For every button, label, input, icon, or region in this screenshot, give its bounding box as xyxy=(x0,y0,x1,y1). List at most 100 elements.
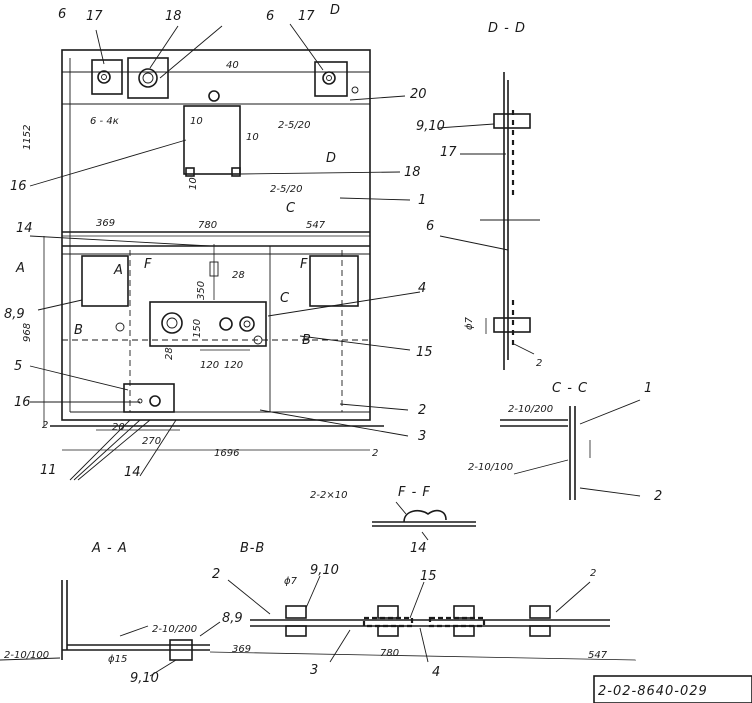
dim-2b: 2 xyxy=(372,448,378,459)
section-title-bb: B-B xyxy=(240,541,265,556)
cc-weld-bottom: 2-10/100 xyxy=(468,462,513,473)
part-label-11: 11 xyxy=(40,463,57,478)
mark-a-right: A xyxy=(113,263,123,278)
bb-label-9-10: 9,10 xyxy=(310,563,339,578)
frame-outline xyxy=(61,49,371,421)
weld-2-5-20a: 2-5/20 xyxy=(278,120,310,131)
mark-f-left: F xyxy=(144,257,152,272)
opening-right xyxy=(309,255,359,307)
part-label-17: 16 xyxy=(10,179,27,194)
section-bb xyxy=(209,575,637,663)
section-title-cc: C - C xyxy=(552,381,588,396)
dim-120b: 120 xyxy=(224,360,243,371)
ff-label-12: 14 xyxy=(410,541,427,556)
part-label-12a: 14 xyxy=(16,221,33,236)
bracket-left xyxy=(91,59,123,95)
front-view xyxy=(50,49,384,427)
dd-label-6: 6 xyxy=(426,219,434,234)
cc-label-2: 2 xyxy=(654,489,662,504)
dim-350: 350 xyxy=(196,281,207,300)
dim-1152: 1152 xyxy=(22,125,33,150)
dd-weld-2: 2 xyxy=(536,358,542,369)
cc-weld-top: 2-10/200 xyxy=(508,404,553,415)
part-label-12b: 14 xyxy=(124,465,141,480)
dim-369: 369 xyxy=(96,218,115,229)
part-label-18: 18 xyxy=(404,165,421,180)
weld-6-4k: 6 - 4к xyxy=(90,116,119,127)
section-ff xyxy=(372,501,476,541)
section-title-aa: A - A xyxy=(91,541,128,556)
part-label-6b: 6 xyxy=(266,9,274,24)
bracket-center xyxy=(127,57,169,99)
aa-phi15: ϕ15 xyxy=(108,654,127,665)
dd-label-15: 17 xyxy=(440,145,457,160)
dim-150: 150 xyxy=(192,319,203,338)
part-label-2: 2 xyxy=(418,403,426,418)
bb-label-2: 2 xyxy=(212,567,220,582)
part-label-4: 4 xyxy=(418,281,426,296)
part-label-1: 1 xyxy=(418,193,426,208)
weld-2-5-20b: 2-5/20 xyxy=(270,184,302,195)
bb-phi7: ϕ7 xyxy=(284,576,298,587)
dim-10b: 10 xyxy=(246,132,259,143)
bb-label-4: 4 xyxy=(432,665,440,680)
dim-28a: 28 xyxy=(232,270,245,281)
part-label-14: 16 xyxy=(14,395,31,410)
aa-weld-right: 2-10/200 xyxy=(152,624,197,635)
part-label-15a: 17 xyxy=(86,9,103,24)
aa-label-9: 8,9 xyxy=(222,611,243,626)
labels: 6 17 18 6 17 20 16 18 1 14 8,9 4 15 5 16… xyxy=(4,3,708,699)
ff-weld: 2-2×10 xyxy=(310,490,347,501)
bracket-right xyxy=(314,61,348,97)
mark-b-right: B xyxy=(302,333,311,348)
dim-10a: 10 xyxy=(190,116,203,127)
part-label-20: 20 xyxy=(410,87,427,102)
bb-label-13: 15 xyxy=(420,569,437,584)
dimension-lines xyxy=(43,50,370,451)
dd-phi7: ϕ7 xyxy=(464,316,475,330)
section-title-ff: F - F xyxy=(398,485,431,500)
bb-dim-369: 369 xyxy=(232,644,251,655)
dim-2a: 2 xyxy=(42,420,48,431)
part-17-box xyxy=(183,105,241,175)
opening-left xyxy=(81,255,129,307)
dim-10c: 10 xyxy=(188,177,199,190)
bb-label-3: 3 xyxy=(310,663,318,678)
dd-label-9-10: 9,10 xyxy=(416,119,445,134)
leader-lines xyxy=(29,23,421,481)
mark-c: C xyxy=(280,291,290,306)
part-label-3: 3 xyxy=(418,429,426,444)
dim-270: 270 xyxy=(142,436,161,447)
mark-d-top: D xyxy=(330,3,340,18)
part-label-16: 18 xyxy=(165,9,182,24)
mark-d: D xyxy=(326,151,336,166)
part-label-15b: 17 xyxy=(298,9,315,24)
part-label-5: 5 xyxy=(14,359,22,374)
mark-f-right: F xyxy=(300,257,308,272)
mark-b-left: B xyxy=(74,323,83,338)
cc-label-1: 1 xyxy=(644,381,652,396)
mark-c-top: C xyxy=(286,201,296,216)
dim-780: 780 xyxy=(198,220,217,231)
section-title-dd: D - D xyxy=(488,21,526,36)
drawing-number-box xyxy=(593,675,752,703)
bb-weld-2: 2 xyxy=(590,568,596,579)
part-label-6a: 6 xyxy=(58,7,66,22)
dim-120a: 120 xyxy=(200,360,219,371)
aa-weld-left: 2-10/100 xyxy=(4,650,49,661)
part-label-8-9: 8,9 xyxy=(4,307,25,322)
dim-1696: 1696 xyxy=(214,448,239,459)
dim-968: 968 xyxy=(22,323,33,342)
bb-dim-547: 547 xyxy=(588,650,608,661)
dim-40: 40 xyxy=(226,60,239,71)
part-5-bracket xyxy=(123,383,175,413)
bb-dim-780: 780 xyxy=(380,648,399,659)
drawing-number: 2-02-8640-029 xyxy=(598,684,708,699)
part-label-13: 15 xyxy=(416,345,433,360)
section-dd xyxy=(437,72,540,370)
section-cc xyxy=(500,399,641,500)
part-4-plate xyxy=(149,301,267,347)
section-aa xyxy=(0,580,221,677)
dim-28b: 28 xyxy=(164,347,175,360)
